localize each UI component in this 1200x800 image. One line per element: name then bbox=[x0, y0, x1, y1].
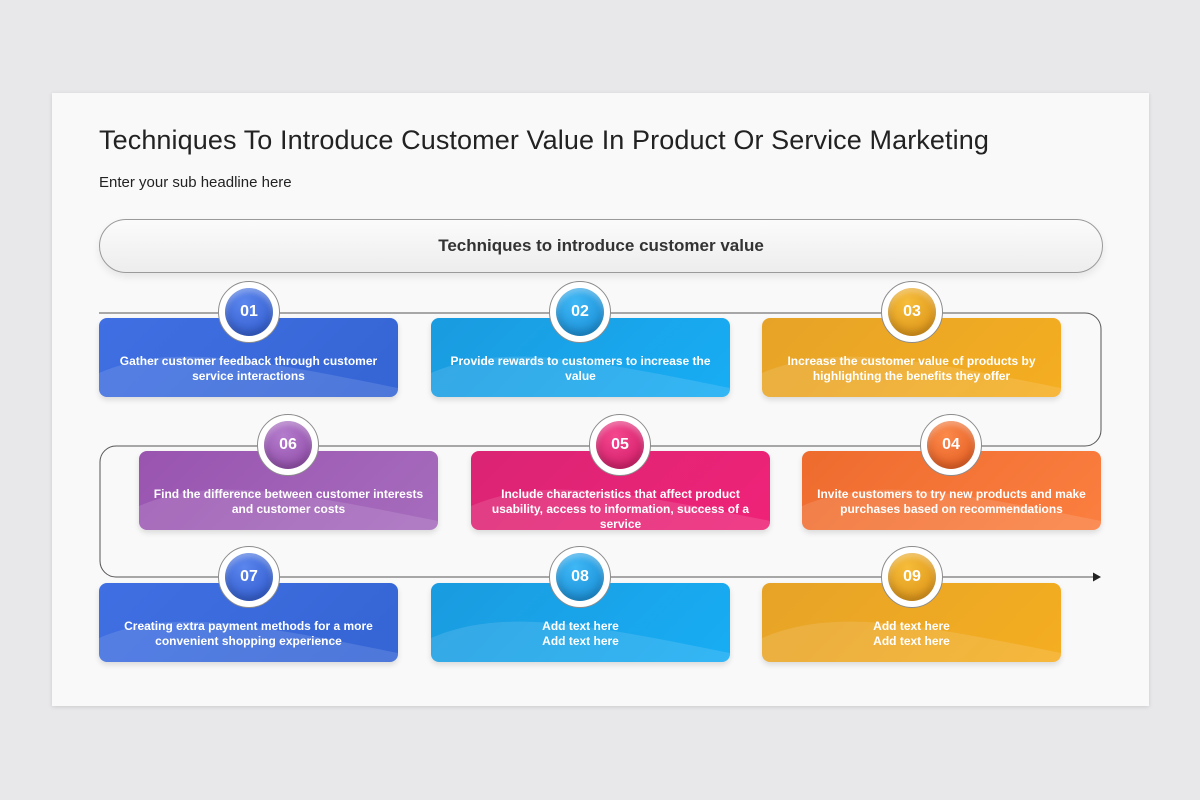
step-number: 01 bbox=[225, 288, 273, 336]
step-text: Find the difference between customer int… bbox=[153, 487, 424, 516]
step-number: 04 bbox=[927, 421, 975, 469]
step-number: 07 bbox=[225, 553, 273, 601]
step-text: Gather customer feedback through custome… bbox=[119, 354, 378, 383]
step-badge-02: 02 bbox=[549, 281, 611, 343]
step-number: 02 bbox=[556, 288, 604, 336]
step-badge-07: 07 bbox=[218, 546, 280, 608]
step-number: 06 bbox=[264, 421, 312, 469]
step-text: Provide rewards to customers to increase… bbox=[450, 354, 711, 383]
step-badge-06: 06 bbox=[257, 414, 319, 476]
step-number: 08 bbox=[556, 553, 604, 601]
flow-arrowhead bbox=[1093, 572, 1101, 582]
step-badge-04: 04 bbox=[920, 414, 982, 476]
step-number: 03 bbox=[888, 288, 936, 336]
slide: Techniques To Introduce Customer Value I… bbox=[52, 93, 1149, 706]
step-text: Add text here Add text here bbox=[542, 619, 619, 648]
slide-title: Techniques To Introduce Customer Value I… bbox=[99, 125, 989, 155]
step-number: 05 bbox=[596, 421, 644, 469]
step-text: Add text here Add text here bbox=[873, 619, 950, 648]
step-number: 09 bbox=[888, 553, 936, 601]
banner: Techniques to introduce customer value bbox=[99, 219, 1103, 273]
step-card-03: Increase the customer value of products … bbox=[762, 318, 1061, 397]
step-badge-09: 09 bbox=[881, 546, 943, 608]
step-badge-08: 08 bbox=[549, 546, 611, 608]
step-text: Creating extra payment methods for a mor… bbox=[124, 619, 373, 648]
slide-subtitle: Enter your sub headline here bbox=[99, 174, 292, 191]
step-badge-01: 01 bbox=[218, 281, 280, 343]
step-badge-05: 05 bbox=[589, 414, 651, 476]
step-text: Include characteristics that affect prod… bbox=[491, 487, 750, 530]
step-card-06: Find the difference between customer int… bbox=[139, 451, 438, 530]
step-text: Increase the customer value of products … bbox=[787, 354, 1036, 383]
step-text: Invite customers to try new products and… bbox=[817, 487, 1086, 516]
step-badge-03: 03 bbox=[881, 281, 943, 343]
step-card-07: Creating extra payment methods for a mor… bbox=[99, 583, 398, 662]
